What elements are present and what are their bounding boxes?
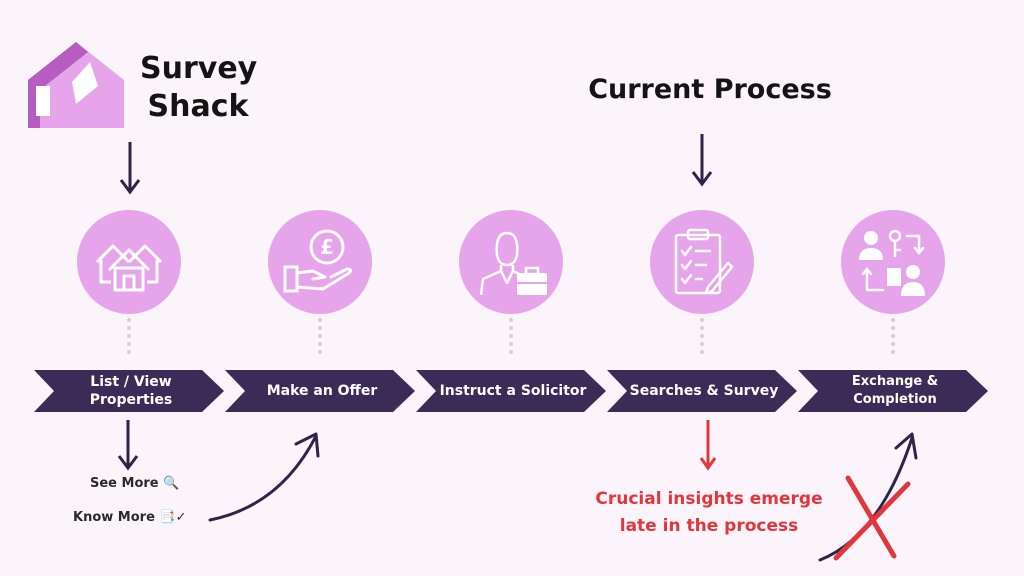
- connector-dots: [127, 318, 131, 354]
- down-arrow-icon: [117, 420, 139, 471]
- svg-text:£: £: [320, 235, 334, 259]
- step-solicitor-circle: [459, 210, 563, 314]
- current-process-title: Current Process: [588, 74, 832, 105]
- step-list-view-circle: [77, 210, 181, 314]
- step-make-offer-circle: £: [268, 210, 372, 314]
- houses-icon: [95, 244, 163, 292]
- crossed-out-arrow-icon: [818, 432, 918, 562]
- step-exchange-completion: Exchange &Completion: [798, 370, 988, 412]
- down-arrow-icon: [691, 134, 713, 187]
- down-arrow-icon: [119, 142, 141, 195]
- clipboard-checklist-icon: [674, 228, 734, 295]
- connector-dots: [509, 318, 513, 354]
- brand-name: Survey Shack: [140, 51, 258, 124]
- late-insights-note: Crucial insights emerge late in the proc…: [595, 489, 823, 536]
- see-more-link[interactable]: See More 🔍: [90, 476, 180, 491]
- connector-dots: [318, 318, 322, 354]
- step-exchange-circle: [841, 210, 945, 314]
- connector-dots: [700, 318, 704, 354]
- curved-arrow-icon: [208, 432, 320, 522]
- red-down-arrow-icon: [699, 420, 717, 471]
- solicitor-briefcase-icon: [479, 231, 547, 296]
- step-searches-survey: Searches & Survey: [607, 370, 797, 412]
- exchange-people-keys-icon: [859, 229, 925, 296]
- survey-shack-logo: [28, 42, 126, 128]
- hand-pound-coin-icon: £: [283, 229, 353, 293]
- step-make-an-offer: Make an Offer: [225, 370, 415, 412]
- step-searches-circle: [650, 210, 754, 314]
- know-more-link[interactable]: Know More 📑✓: [73, 510, 187, 525]
- connector-dots: [891, 318, 895, 354]
- step-instruct-solicitor: Instruct a Solicitor: [416, 370, 606, 412]
